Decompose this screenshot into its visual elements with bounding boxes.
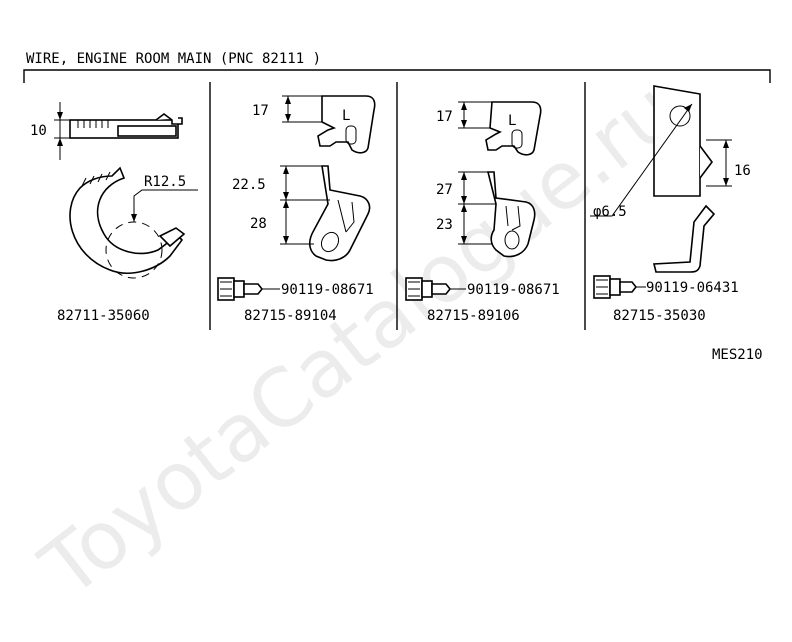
bracket-side-view [652,204,716,273]
panel-4-bracket: 16 φ6.5 90119-06431 82715-35030 [590,85,751,324]
bolt-number-panel-4: 90119-06431 [646,280,739,296]
bolt-number-panel-2: 90119-08671 [281,282,374,298]
bolt-number-panel-3: 90119-08671 [467,282,560,298]
dim-label-10: 10 [30,123,47,139]
dim-label-17: 17 [436,109,453,125]
panel-3-bracket: L 17 27 23 90119-08671 82715-89106 [405,101,560,324]
part-number-82715-35030: 82715-35030 [613,308,706,324]
dim-label-phi-6-5: φ6.5 [593,204,627,220]
bracket-side-view [308,165,371,262]
clamp-side-view [69,113,183,139]
dim-label-23: 23 [436,217,453,233]
part-number-82711-35060: 82711-35060 [57,308,150,324]
bracket-plate-view [653,85,701,197]
part-number-82715-89104: 82715-89104 [244,308,337,324]
panel-1-clamp: 10 R12.5 82711-35060 [30,102,198,324]
clamp-front-view [69,166,186,279]
r-leader-line [133,189,198,222]
phi-leader-line [590,103,693,217]
dim-label-27: 27 [436,182,453,198]
panel-2-bracket: L 17 22.5 28 90119-08671 82715-89104 [217,95,376,324]
bracket-side-view [486,171,536,258]
header-frame [23,69,771,83]
bolt-icon [405,277,452,301]
bracket-top-view [317,95,376,154]
dim-label-r12-5: R12.5 [144,174,186,190]
bolt-icon [217,277,264,301]
dim-label-16: 16 [734,163,751,179]
bracket-letter-l: L [342,108,350,124]
bracket-top-view [485,101,542,156]
bolt-icon [593,275,638,299]
dim-label-28: 28 [250,216,267,232]
dim-label-22-5: 22.5 [232,177,266,193]
dim-label-17: 17 [252,103,269,119]
diagram-title: WIRE, ENGINE ROOM MAIN (PNC 82111 ) [26,51,321,67]
bracket-letter-l: L [508,113,516,129]
drawing-code: MES210 [712,347,763,363]
part-number-82715-89106: 82715-89106 [427,308,520,324]
